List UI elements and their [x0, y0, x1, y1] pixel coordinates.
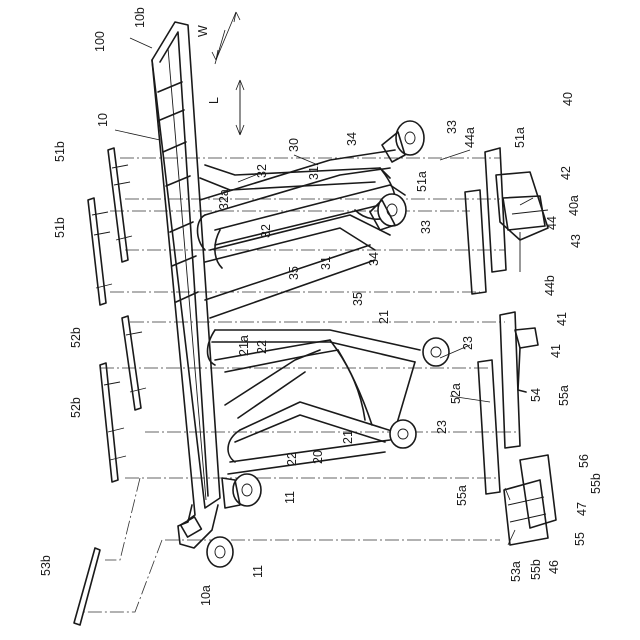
- label-L: L: [207, 97, 221, 104]
- right-side-parts: [465, 148, 556, 545]
- label-30: 30: [287, 138, 301, 152]
- lower-leg-unit: [207, 330, 449, 567]
- label-51b-upper: 51b: [53, 141, 67, 162]
- label-41-upper: 41: [555, 312, 569, 326]
- label-52b-upper: 52b: [69, 327, 83, 348]
- label-52b-lower: 52b: [69, 397, 83, 418]
- label-40: 40: [561, 92, 575, 106]
- label-23-lower: 23: [435, 420, 449, 434]
- label-100: 100: [93, 31, 107, 52]
- label-56: 56: [577, 454, 591, 468]
- label-32-lower: 32: [259, 224, 273, 238]
- label-44b: 44b: [543, 275, 557, 296]
- label-47: 47: [575, 502, 589, 516]
- label-32a: 32a: [217, 189, 231, 210]
- label-33-lower: 33: [419, 220, 433, 234]
- leader-lines: [115, 30, 533, 545]
- label-11-lower: 11: [251, 565, 265, 578]
- label-21-lower: 21: [341, 430, 355, 444]
- label-51a-upper: 51a: [513, 127, 527, 148]
- label-55b-upper: 55b: [589, 473, 603, 494]
- label-34-upper: 34: [345, 132, 359, 146]
- label-41-lower: 41: [549, 344, 563, 358]
- reference-labels: 100 10b W L 10 51b 51b 52b 52b 53b 34 33…: [39, 7, 603, 606]
- label-53a: 53a: [509, 561, 523, 582]
- label-55b-lower: 55b: [529, 559, 543, 580]
- label-31-lower: 31: [319, 256, 333, 270]
- label-11-upper: 11: [283, 491, 297, 504]
- label-53b: 53b: [39, 555, 53, 576]
- upper-leg-unit: [198, 121, 425, 318]
- label-22-lower: 22: [285, 452, 299, 466]
- label-31-upper: 31: [307, 166, 321, 180]
- label-10: 10: [96, 113, 110, 127]
- label-52a: 52a: [449, 383, 463, 404]
- label-33-upper: 33: [445, 120, 459, 134]
- label-10b: 10b: [133, 7, 147, 28]
- label-54: 54: [529, 388, 543, 402]
- direction-arrows: [212, 12, 244, 135]
- label-55a-upper: 55a: [557, 385, 571, 406]
- label-20: 20: [311, 450, 325, 464]
- label-21a: 21a: [237, 335, 251, 356]
- label-W: W: [196, 25, 210, 37]
- label-44: 44: [545, 216, 559, 230]
- label-42: 42: [559, 166, 573, 180]
- label-43: 43: [569, 234, 583, 248]
- label-34-lower: 34: [367, 252, 381, 266]
- label-22-upper: 22: [255, 340, 269, 354]
- side-bars-left: [74, 148, 146, 625]
- label-55a-lower: 55a: [455, 485, 469, 506]
- label-44a: 44a: [463, 127, 477, 148]
- label-51b-lower: 51b: [53, 217, 67, 238]
- label-10a: 10a: [199, 585, 213, 606]
- label-46: 46: [547, 560, 561, 574]
- label-21-upper: 21: [377, 310, 391, 324]
- label-55: 55: [573, 532, 587, 546]
- label-23-upper: 23: [461, 336, 475, 350]
- label-40a: 40a: [567, 195, 581, 216]
- label-32-upper: 32: [255, 164, 269, 178]
- label-35-upper: 35: [287, 266, 301, 280]
- label-35-lower: 35: [351, 292, 365, 306]
- label-51a-lower: 51a: [415, 171, 429, 192]
